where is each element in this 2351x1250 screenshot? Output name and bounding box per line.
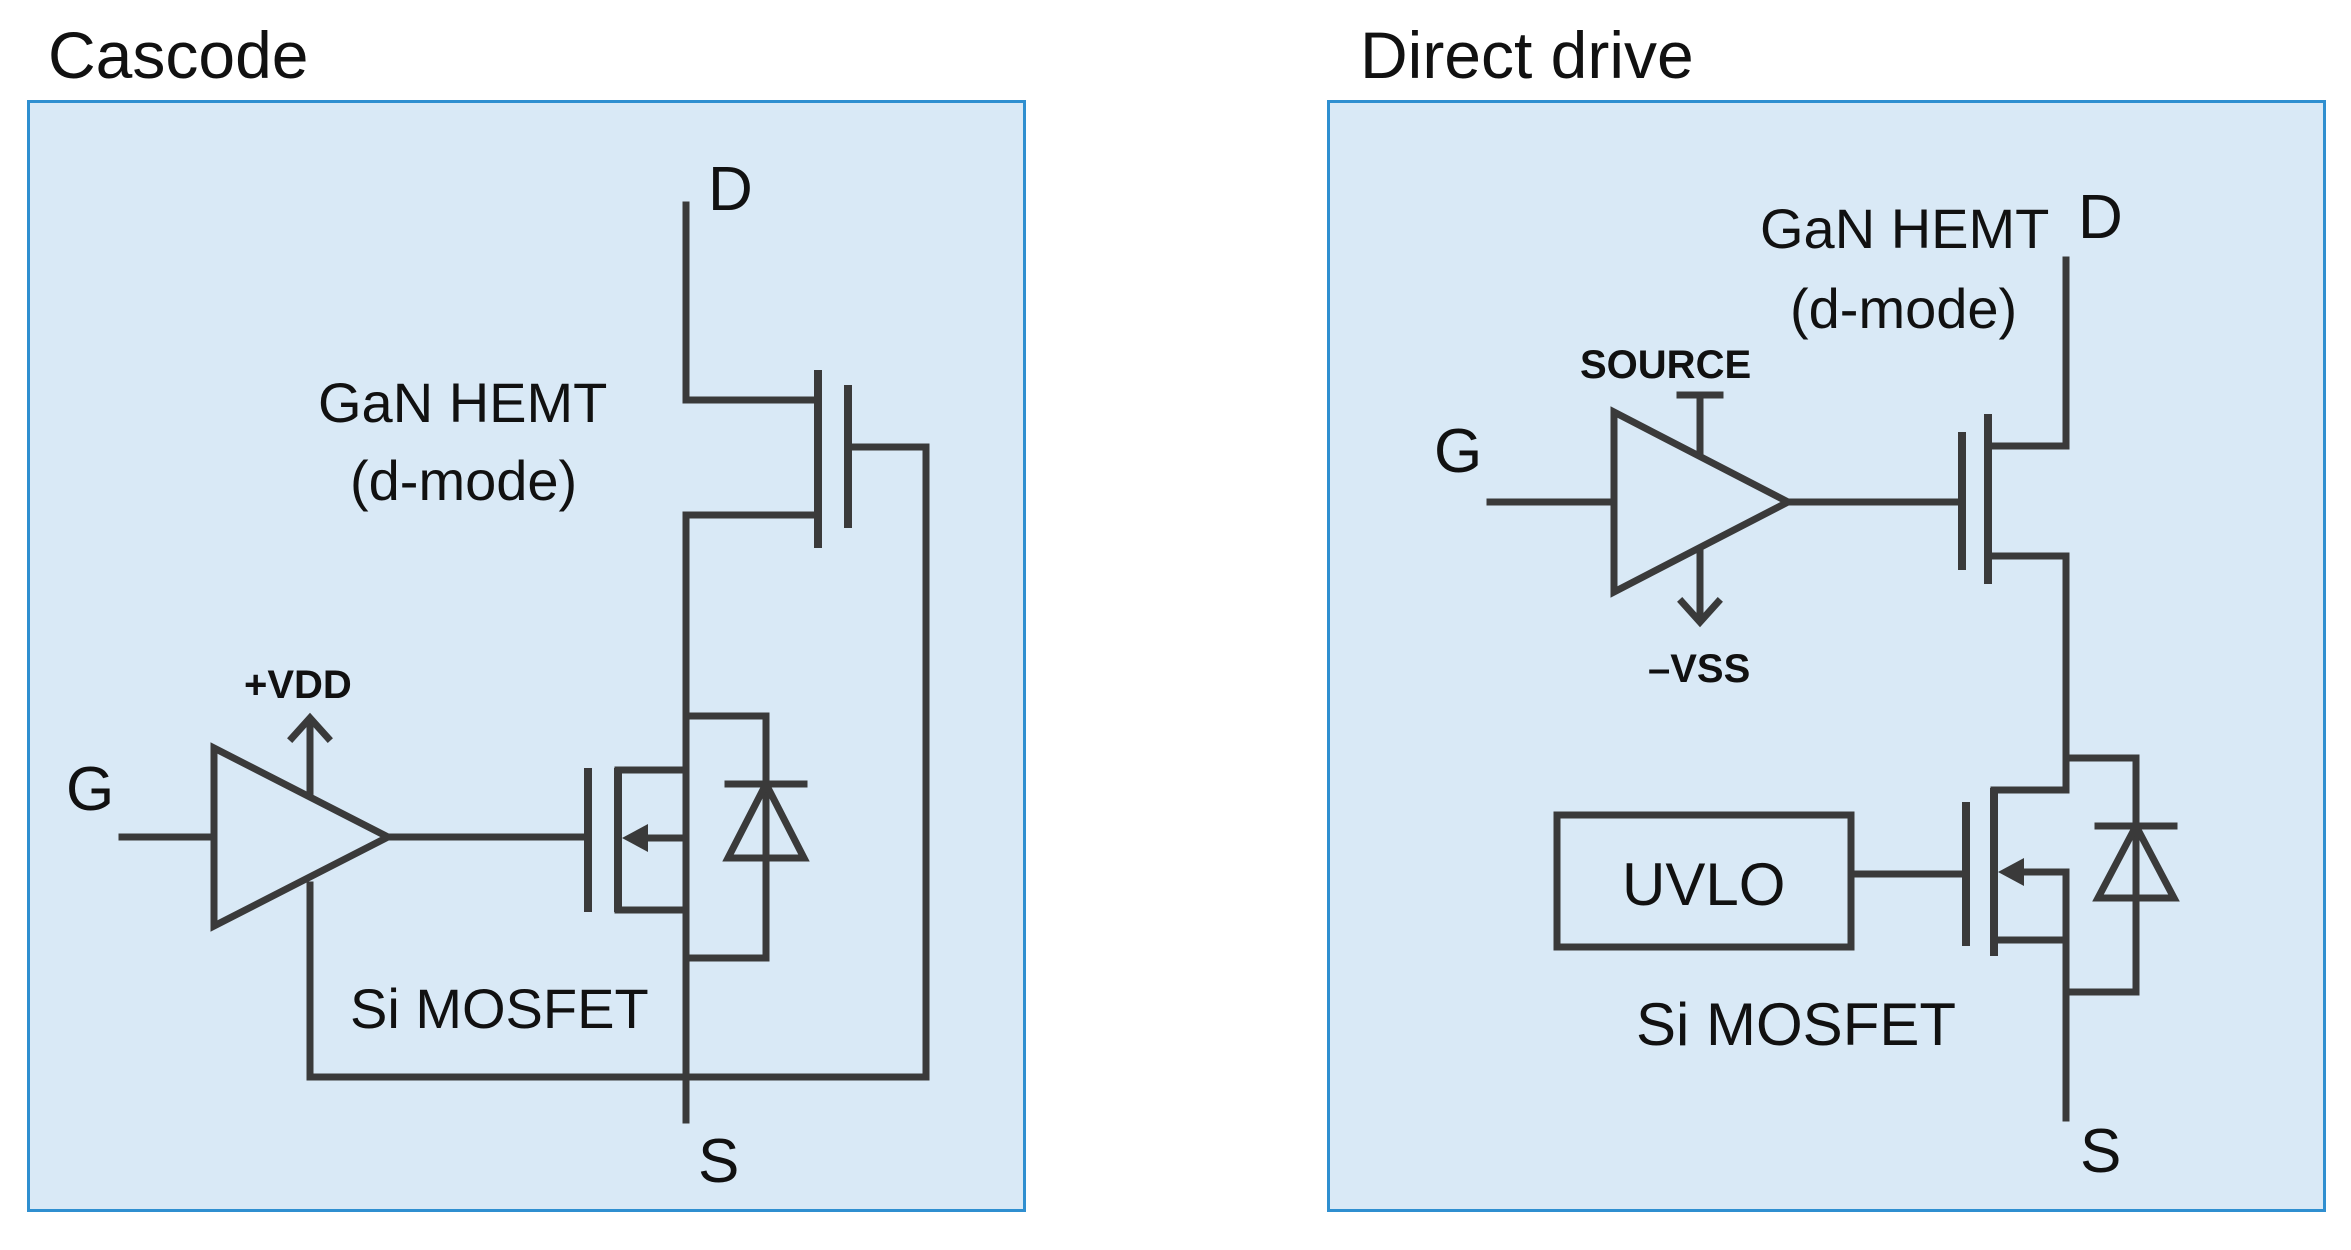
direct-drive-panel bbox=[1327, 100, 2326, 1212]
cascode-source-label: S bbox=[698, 1127, 739, 1196]
source-supply-label: SOURCE bbox=[1580, 343, 1751, 387]
cascode-title: Cascode bbox=[48, 18, 309, 92]
cascode-gan-label-line2: (d-mode) bbox=[350, 449, 577, 512]
direct-mosfet-body-arrow bbox=[1998, 858, 2024, 886]
uvlo-block: UVLO bbox=[1553, 811, 1970, 951]
direct-drive-circuit: UVLO D S G GaN HEMT (d-mode) SOURCE –VSS… bbox=[1434, 183, 2180, 1186]
cascode-gate-driver bbox=[118, 712, 592, 1081]
direct-drain-label: D bbox=[2078, 183, 2123, 252]
direct-gate-label: G bbox=[1434, 417, 1482, 486]
cascode-si-mosfet bbox=[584, 712, 810, 1124]
direct-body-diode bbox=[2092, 818, 2180, 902]
direct-drive-title: Direct drive bbox=[1360, 18, 1694, 92]
cascode-vdd-label: +VDD bbox=[244, 663, 352, 707]
cascode-gan-hemt bbox=[306, 201, 930, 1081]
cascode-gate-label: G bbox=[66, 755, 114, 824]
cascode-drain-label: D bbox=[708, 155, 753, 224]
vss-label: –VSS bbox=[1648, 647, 1750, 691]
cascode-panel bbox=[27, 100, 1026, 1212]
direct-gan-label-line2: (d-mode) bbox=[1790, 277, 2017, 340]
direct-si-mosfet bbox=[1962, 754, 2180, 1122]
uvlo-label: UVLO bbox=[1622, 851, 1785, 918]
mosfet-body-arrow bbox=[622, 824, 648, 852]
cascode-si-mosfet-label: Si MOSFET bbox=[350, 977, 649, 1040]
direct-gan-hemt bbox=[1958, 256, 2070, 762]
cascode-circuit: D S G GaN HEMT (d-mode) +VDD Si MOSFET bbox=[66, 155, 930, 1196]
direct-si-mosfet-label: Si MOSFET bbox=[1636, 991, 1956, 1058]
direct-gan-label-line1: GaN HEMT bbox=[1760, 197, 2049, 260]
direct-gate-driver bbox=[1486, 391, 1966, 628]
direct-source-label: S bbox=[2080, 1117, 2121, 1186]
body-diode bbox=[722, 776, 810, 862]
cascode-gan-label-line1: GaN HEMT bbox=[318, 371, 607, 434]
